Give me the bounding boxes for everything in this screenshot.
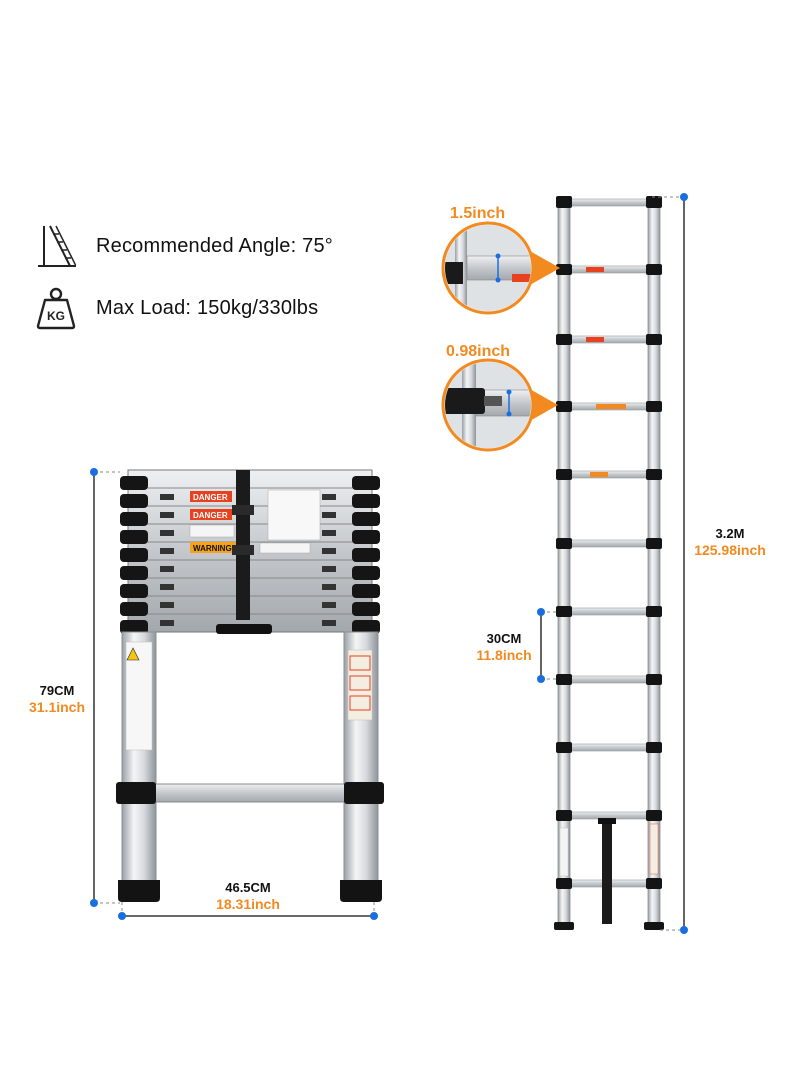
strap-buckle bbox=[216, 624, 272, 634]
ladder-angle-icon bbox=[36, 222, 77, 270]
warning-label bbox=[190, 542, 236, 553]
rung-spacing-imperial: 11.8inch bbox=[476, 647, 532, 664]
rung-depth-callout bbox=[441, 221, 560, 315]
danger-label-2 bbox=[190, 509, 232, 520]
weight-kg-label: KG bbox=[47, 309, 65, 323]
load-spec: KG Max Load: 150kg/330lbs bbox=[36, 286, 318, 330]
weight-kg-icon: KG bbox=[36, 286, 76, 330]
collapsed-rung-stack: DANGER DANGER WARNING bbox=[120, 469, 380, 634]
collapsed-width-metric: 46.5CM bbox=[225, 880, 271, 895]
gap-label: 0.98inch bbox=[446, 343, 511, 360]
collapsed-height-label: 79CM 31.1inch bbox=[20, 683, 94, 717]
warning-label-text: WARNING bbox=[193, 544, 232, 553]
extended-height-dimension bbox=[652, 193, 688, 934]
extended-rungs bbox=[554, 196, 664, 930]
danger-label bbox=[190, 491, 232, 502]
left-foot bbox=[118, 880, 160, 902]
rung-spacing-label: 30CM 11.8inch bbox=[466, 631, 542, 665]
collapsed-height-metric: 79CM bbox=[39, 683, 75, 698]
danger-label-text: DANGER bbox=[193, 493, 228, 502]
extended-height-imperial: 125.98inch bbox=[694, 542, 766, 559]
rung-depth-label: 1.5inch bbox=[450, 205, 506, 222]
collapsed-height-imperial: 31.1inch bbox=[28, 699, 86, 716]
angle-spec: Recommended Angle: 75° bbox=[36, 222, 333, 270]
load-spec-text: Max Load: 150kg/330lbs bbox=[96, 296, 319, 319]
extended-ladder bbox=[441, 193, 688, 934]
rung-spacing-dimension bbox=[537, 608, 558, 683]
collapsed-width-dimension bbox=[118, 902, 378, 920]
collapsed-width-imperial: 18.31inch bbox=[216, 896, 280, 913]
angle-spec-text: Recommended Angle: 75° bbox=[96, 234, 333, 257]
collapsed-legs bbox=[116, 631, 384, 902]
collapsed-width-label: 46.5CM 18.31inch bbox=[188, 880, 308, 914]
gap-callout bbox=[441, 358, 558, 452]
rung-spacing-metric: 30CM bbox=[486, 631, 522, 646]
collapsed-ladder: DANGER DANGER WARNING bbox=[90, 468, 384, 920]
extended-height-label: 3.2M 125.98inch bbox=[680, 526, 780, 560]
collapsed-height-dimension bbox=[90, 468, 120, 907]
right-foot bbox=[340, 880, 382, 902]
extended-height-metric: 3.2M bbox=[715, 526, 745, 541]
danger-label-text-2: DANGER bbox=[193, 511, 228, 520]
